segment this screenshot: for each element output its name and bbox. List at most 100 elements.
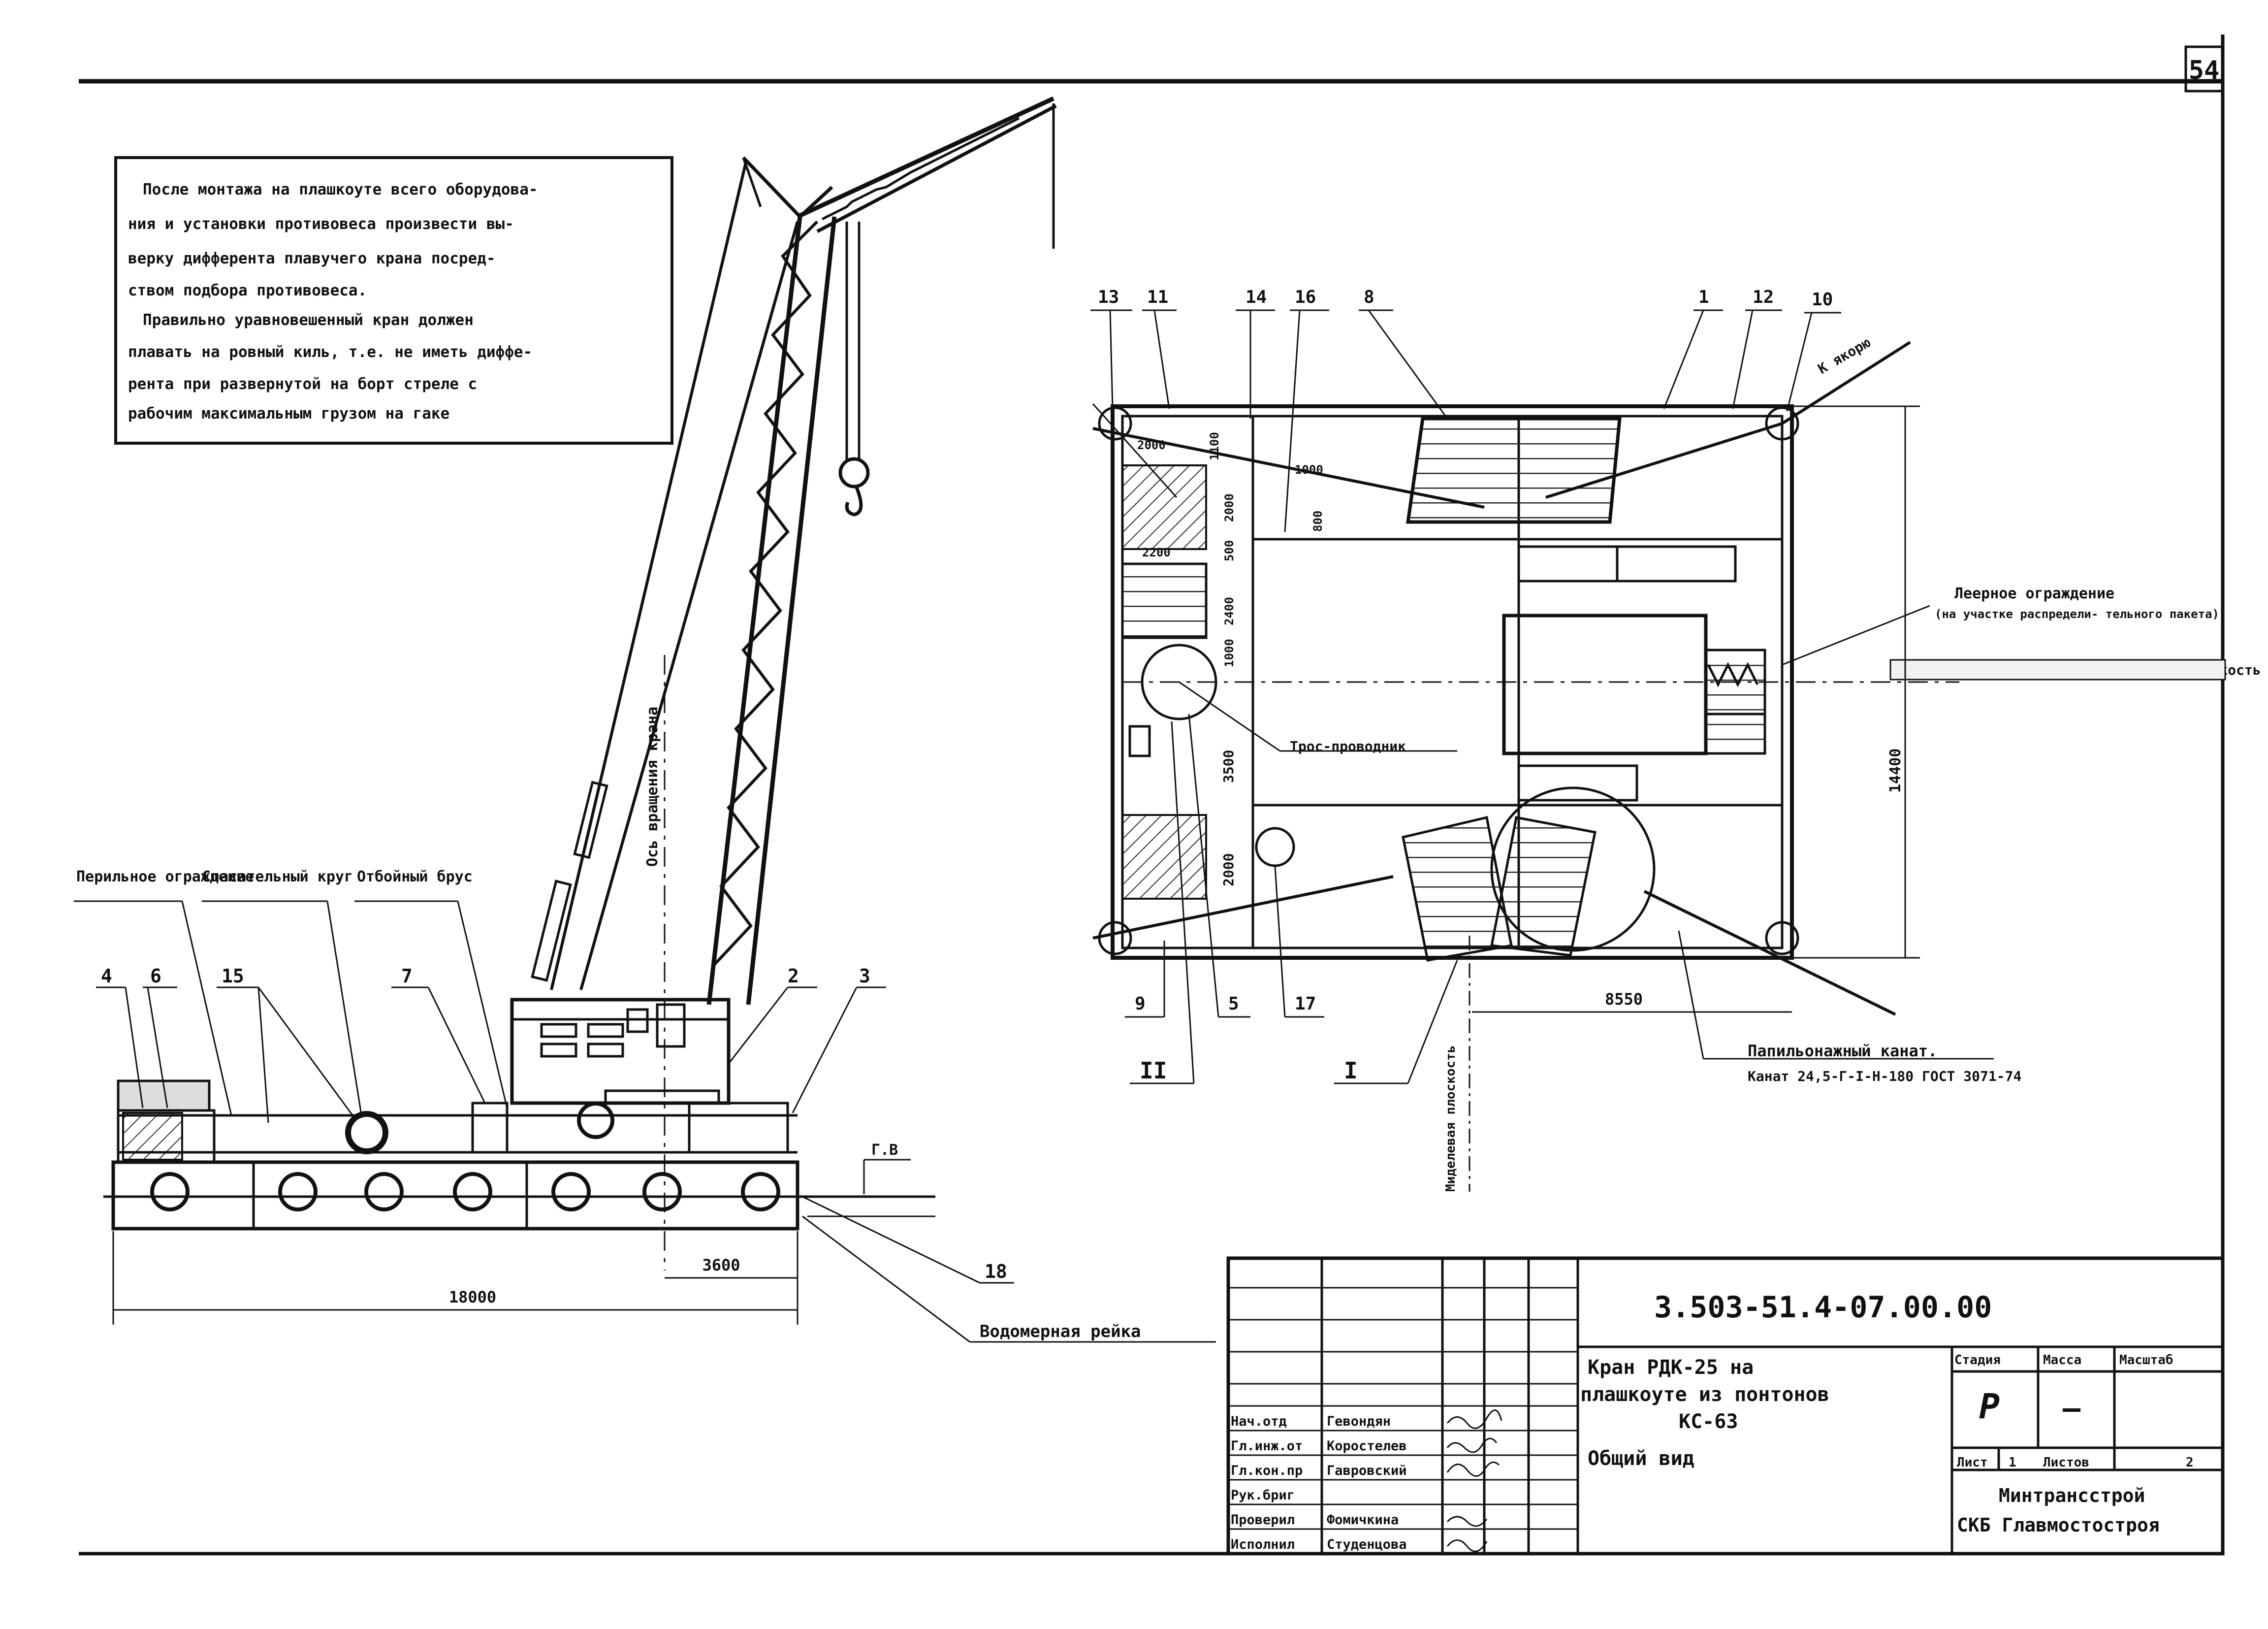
staff-role: Проверил: [1231, 1512, 1295, 1528]
sheet-label: Лист: [1957, 1455, 1988, 1470]
railing-label: Перильное ограждение: [76, 868, 254, 885]
callout-11: 11: [1147, 287, 1168, 307]
staff-rows: Нач.отд Гевондян Гл.инж.от Коростелев Гл…: [1231, 1414, 1407, 1552]
staff-name: Фомичкина: [1327, 1512, 1399, 1528]
callout-3: 3: [859, 965, 870, 987]
title-line: плашкоуте из понтонов: [1580, 1383, 1829, 1406]
title-line: Общий вид: [1588, 1447, 1694, 1470]
rope-label: Папильонажный канат.: [1748, 1042, 1937, 1060]
note-line: верку дифферента плавучего крана посред-: [128, 250, 496, 267]
callout-17: 17: [1295, 994, 1316, 1014]
callout-4: 4: [101, 965, 112, 987]
note-text: После монтажа на плашкоуте всего оборудо…: [128, 181, 547, 423]
dim-1000: 1000: [1295, 463, 1323, 477]
cable-guide-label: Трос-проводник: [1290, 738, 1406, 754]
staff-role: Исполнил: [1231, 1537, 1295, 1552]
waterline-label: Г.В: [871, 1141, 898, 1159]
callout-1: 1: [1698, 287, 1709, 307]
general-note: После монтажа на плашкоуте всего оборудо…: [114, 156, 673, 445]
dim-2000: 2000: [1137, 438, 1166, 452]
dim-overall-length: 18000: [449, 1288, 496, 1306]
plan-view: К якорю Леерное ограждение (на участке р…: [1090, 287, 2261, 1192]
dim-2400: 2400: [1222, 597, 1236, 625]
midship-label: Миделевая плоскость: [1443, 1045, 1458, 1192]
stage-header: Стадия: [1954, 1353, 2001, 1368]
title-block: Нач.отд Гевондян Гл.инж.от Коростелев Гл…: [1226, 1256, 2225, 1556]
signatures: [1446, 1409, 1502, 1552]
callout-9: 9: [1135, 994, 1146, 1014]
plan-dimensions: 2000 1100 1000 800 2000 500 2200 2400 10…: [1137, 405, 1920, 1013]
mass-value: —: [2063, 1391, 2081, 1426]
section-I: I: [1344, 1057, 1358, 1084]
plan-callouts-bottom: 9 5 17 II I: [1125, 714, 1458, 1084]
lifebuoy-icon: [345, 1111, 388, 1154]
callout-10: 10: [1812, 290, 1833, 310]
note-line: Правильно уравновешенный кран должен: [143, 311, 474, 329]
title-line: Кран РДК-25 на: [1588, 1356, 1754, 1379]
staff-role: Рук.бриг: [1231, 1488, 1295, 1503]
mass-header: Масса: [2043, 1353, 2081, 1368]
dim-8550: 8550: [1605, 990, 1643, 1009]
drawing-title: Кран РДК-25 на плашкоуте из понтонов КС-…: [1580, 1356, 1829, 1470]
side-view: Ось вращения крана 4 6 15 7 2 3 18 Перил…: [74, 96, 1216, 1343]
note-line: ния и установки противовеса произвести в…: [128, 215, 514, 233]
plan-deck-outline: [1111, 404, 1794, 960]
dim-2000-c: 2000: [1220, 853, 1237, 886]
staff-name: Студенцова: [1327, 1537, 1407, 1552]
water-gauge-label: Водомерная рейка: [980, 1322, 1141, 1341]
callout-16: 16: [1295, 287, 1316, 307]
dim-3500: 3500: [1220, 750, 1237, 783]
staff-name: Коростелев: [1327, 1438, 1407, 1454]
callout-14: 14: [1246, 287, 1267, 307]
dim-500: 500: [1222, 540, 1236, 561]
pontoon-hull: [111, 1160, 799, 1231]
fence-label: Леерное ограждение: [1954, 585, 2114, 602]
sheet-value: 1: [2009, 1455, 2016, 1470]
dim-1000-b: 1000: [1222, 639, 1236, 667]
sheets-label: Листов: [2043, 1455, 2089, 1470]
scale-header: Масштаб: [2119, 1353, 2173, 1368]
callout-8: 8: [1364, 287, 1374, 307]
dim-2200: 2200: [1142, 546, 1171, 559]
staff-role: Гл.кон.пр: [1231, 1463, 1303, 1478]
lifebuoy-label: Спасательный круг: [202, 868, 353, 885]
dim-800: 800: [1311, 511, 1325, 532]
sheets-value: 2: [2186, 1455, 2194, 1470]
dim-width: 14400: [1887, 749, 1904, 793]
dim-axis-offset: 3600: [702, 1256, 740, 1274]
fender-label: Отбойный брус: [357, 868, 473, 885]
drawing-code: 3.503-51.4-07.00.00: [1654, 1290, 1992, 1325]
dim-1100: 1100: [1208, 432, 1221, 460]
dim-2000-b: 2000: [1222, 493, 1236, 522]
staff-role: Нач.отд: [1231, 1414, 1287, 1429]
plan-callouts-top: 13 11 14 16 8 1 12 10: [1090, 287, 1841, 532]
callout-6: 6: [150, 965, 161, 987]
note-line: рабочим максимальным грузом на гаке: [128, 405, 449, 423]
stage-value: Р: [1979, 1386, 2000, 1427]
staff-role: Гл.инж.от: [1231, 1438, 1303, 1454]
callout-12: 12: [1753, 287, 1774, 307]
rope-spec: Канат 24,5-Г-I-Н-180 ГОСТ 3071-74: [1748, 1068, 2021, 1084]
note-line: плавать на ровный киль, т.е. не иметь ди…: [128, 343, 532, 361]
callout-2: 2: [788, 965, 799, 987]
callout-5: 5: [1228, 994, 1239, 1014]
callout-18: 18: [985, 1261, 1007, 1282]
sheet-number: 54: [2189, 56, 2220, 85]
side-callouts: 4 6 15 7 2 3 18: [96, 965, 1014, 1284]
callout-13: 13: [1098, 287, 1119, 307]
note-line: После монтажа на плашкоуте всего оборудо…: [143, 181, 538, 198]
hull-tires: [150, 1172, 780, 1211]
callout-7: 7: [401, 965, 413, 987]
org-line: Минтрансстрой: [1999, 1485, 2145, 1506]
staff-name: Гевондян: [1327, 1414, 1391, 1429]
org-line: СКБ Главмостостроя: [1957, 1514, 2160, 1536]
callout-15: 15: [222, 965, 244, 987]
title-line: КС-63: [1679, 1410, 1738, 1433]
rotation-axis-label: Ось вращения крана: [644, 707, 661, 867]
section-II: II: [1140, 1057, 1167, 1084]
crane-boom: [531, 96, 1057, 1005]
side-dimensions: 18000 3600: [112, 1231, 799, 1325]
fence-note: (на участке распредели- тельного пакета): [1935, 607, 2219, 621]
staff-name: Гавровский: [1327, 1463, 1407, 1478]
